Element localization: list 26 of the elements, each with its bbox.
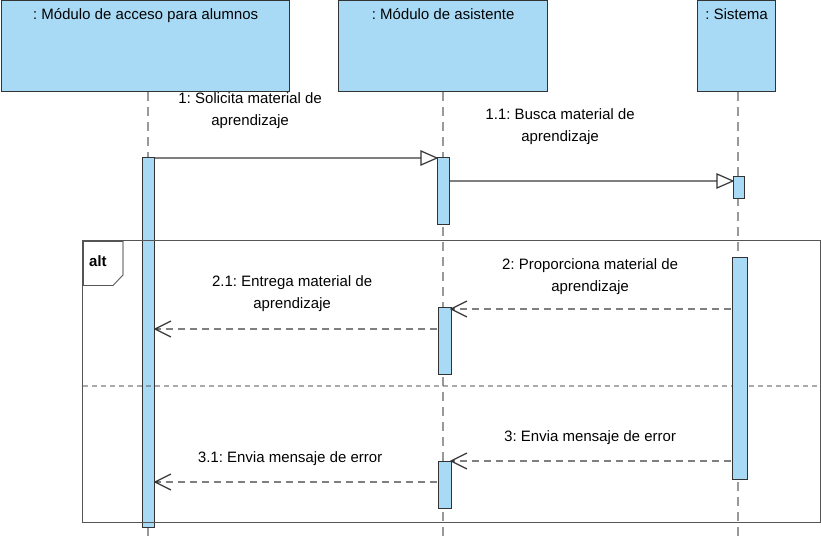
activation-bar [733, 176, 745, 199]
activation-bar [142, 157, 155, 528]
activation-bar [732, 257, 748, 480]
fragment-operator-label: alt [89, 253, 107, 272]
lifeline-header-box [338, 0, 548, 92]
combined-fragment-frame [82, 240, 821, 523]
lifeline-name: : Módulo de asistente [372, 6, 514, 25]
message-label: 2.1: Entrega material de aprendizaje [210, 272, 374, 314]
message-label: 2: Proporciona material de aprendizaje [501, 255, 679, 297]
lifeline-name: : Sistema [705, 6, 768, 25]
activation-bar [438, 461, 452, 509]
message-label: 1: Solicita material de aprendizaje [177, 89, 323, 131]
lifeline-header-box [1, 0, 290, 92]
return-message-arrow [154, 473, 437, 491]
lifeline-header-box [697, 0, 776, 92]
message-label: 3: Envia mensaje de error [504, 427, 676, 447]
return-message-arrow [154, 320, 437, 338]
activation-bar [438, 307, 452, 375]
lifeline-name: : Módulo de acceso para alumnos [32, 6, 258, 25]
activation-bar [437, 157, 450, 225]
message-label: 3.1: Envia mensaje de error [198, 448, 382, 468]
return-message-arrow [450, 452, 731, 470]
message-arrow [155, 150, 438, 166]
message-label: 1.1: Busca material de aprendizaje [484, 105, 636, 147]
message-arrow [450, 173, 734, 189]
return-message-arrow [450, 300, 731, 318]
